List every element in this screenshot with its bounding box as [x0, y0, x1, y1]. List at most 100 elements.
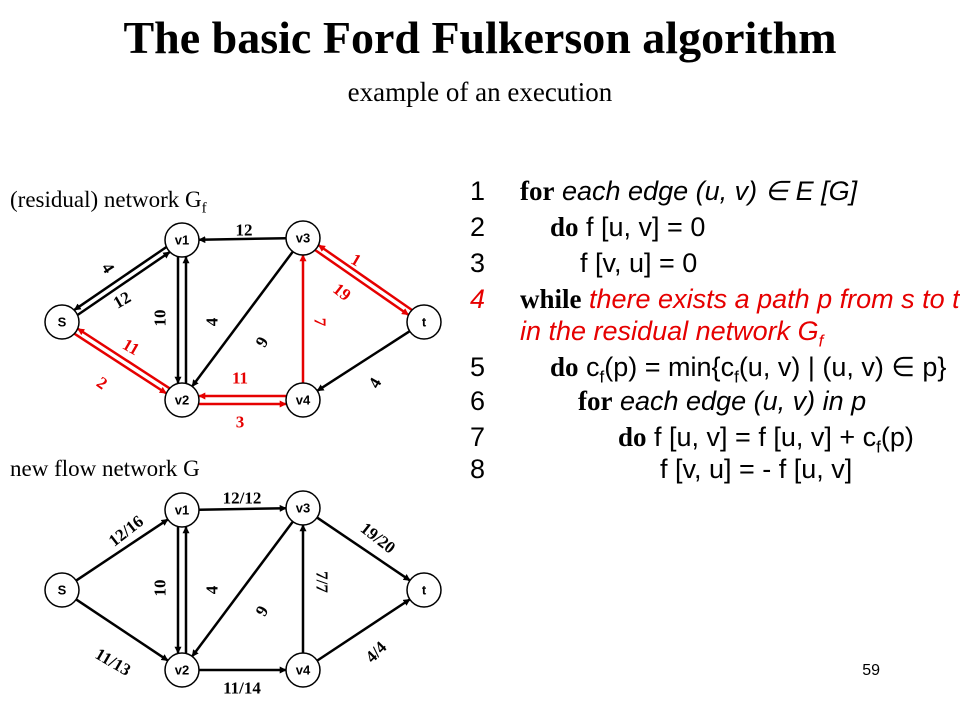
- edge-label-residual-v4-v2: 3: [236, 413, 245, 432]
- code-text: (p): [880, 422, 914, 452]
- node-residual-s: [44, 304, 80, 340]
- node-residual-v3: [285, 220, 321, 256]
- line-code: while there exists a path p from s to t: [520, 284, 960, 315]
- code-subscript: f: [734, 367, 739, 387]
- line-number: 4: [470, 284, 486, 314]
- line-number: 2: [470, 212, 486, 242]
- edge-label-flow-v3-v2: 9: [252, 603, 273, 620]
- code-text: f [v, u] = 0: [580, 248, 698, 278]
- node-label-residual-v3: v3: [296, 231, 310, 246]
- code-text: f [u, v] = f [u, v] + c: [646, 422, 877, 452]
- node-label-flow-v1: v1: [175, 503, 189, 518]
- edge-label-flow-v2-v4: 11/14: [223, 679, 261, 698]
- line-number: 7: [470, 422, 486, 452]
- node-label-flow-v4: v4: [296, 663, 311, 678]
- edge-flow-v3-v2: [191, 520, 294, 658]
- edge-residual-v3-v2: [191, 250, 294, 388]
- edge-label-residual-v2-v1: 4: [203, 317, 222, 326]
- code-text: c: [578, 352, 600, 382]
- node-residual-t: [406, 304, 442, 340]
- line-number: 6: [470, 386, 486, 416]
- slide-number: 59: [862, 662, 880, 679]
- edge-residual-v1-s: [73, 246, 167, 311]
- edge-label-flow-v4-t: 4/4: [362, 637, 391, 666]
- keyword: do: [618, 422, 647, 452]
- code-text: f [v, u] = - f [u, v]: [660, 454, 853, 484]
- node-flow-v2: [164, 652, 200, 688]
- line-code: in the residual network Gf: [520, 316, 823, 351]
- node-flow-s: [44, 572, 80, 608]
- edge-label-residual-v3-t: 19: [329, 279, 354, 304]
- code-text: each edge (u, v) in p: [612, 386, 867, 416]
- flow-network-label: new flow network G: [10, 456, 200, 481]
- edge-label-residual-s-v1: 4: [98, 259, 119, 277]
- edge-label-residual-t-v3: 1: [348, 250, 365, 271]
- node-label-flow-v2: v2: [175, 663, 189, 678]
- edge-flow-s-v1: [75, 518, 169, 582]
- edge-residual-v3-t: [314, 249, 410, 316]
- node-label-flow-v3: v3: [296, 501, 310, 516]
- line-code: do cf(p) = min{cf(u, v) | (u, v) ∈ p}: [550, 352, 946, 387]
- keyword: while: [520, 284, 582, 314]
- code-text: each edge (u, v) ∈ E [G]: [554, 176, 858, 206]
- edge-label-flow-v3-t: 19/20: [357, 519, 399, 558]
- edge-residual-t-v3: [317, 244, 413, 311]
- edge-flow-v1-v3: [198, 504, 287, 512]
- code-text: there exists a path p from s to t: [581, 284, 960, 314]
- node-label-residual-s: S: [58, 315, 67, 330]
- node-label-residual-v4: v4: [296, 393, 311, 408]
- node-label-residual-t: t: [422, 315, 427, 330]
- edge-label-residual-v2-s: 11: [119, 335, 142, 359]
- edge-flow-v3-t: [316, 516, 411, 582]
- node-residual-v1: [164, 222, 200, 258]
- edge-flow-v4-t: [316, 598, 411, 662]
- code-subscript: f: [876, 437, 881, 457]
- node-label-flow-s: S: [58, 583, 67, 598]
- line-number: 8: [470, 454, 486, 484]
- code-subscript: f: [818, 331, 824, 351]
- edge-label-residual-s-v2: 2: [93, 373, 111, 393]
- node-flow-v1: [164, 492, 200, 528]
- line-code: f [v, u] = 0: [580, 248, 697, 279]
- node-residual-v2: [164, 382, 200, 418]
- page-subtitle-text: example of an execution: [347, 77, 613, 107]
- edge-label-residual-v3-v1: 12: [236, 221, 253, 240]
- edge-label-flow-v4-v3: 7/7: [313, 571, 332, 593]
- edge-residual-t-v4: [316, 330, 411, 392]
- edge-residual-v3-v1: [198, 236, 287, 244]
- edge-label-residual-v1-v2: 10: [151, 310, 170, 327]
- edge-label-flow-v1-v2: 10: [151, 580, 170, 597]
- line-code: f [v, u] = - f [u, v]: [660, 454, 852, 485]
- edge-label-flow-s-v2: 11/13: [92, 644, 134, 679]
- edge-residual-s-v2: [73, 332, 167, 395]
- edge-label-residual-t-v4: 4: [365, 374, 386, 391]
- edge-residual-s-v1: [77, 251, 171, 316]
- edge-label-flow-s-v1: 12/16: [105, 512, 147, 551]
- node-residual-v4: [285, 382, 321, 418]
- code-text: f [u, v] = 0: [578, 212, 706, 242]
- edge-label-residual-v4-v3: 7: [311, 318, 330, 327]
- code-text: (u, v) | (u, v) ∈ p}: [738, 352, 947, 382]
- line-number: 3: [470, 248, 486, 278]
- line-code: do f [u, v] = 0: [550, 212, 705, 243]
- edge-flow-s-v2: [75, 598, 169, 662]
- code-subscript: f: [599, 367, 605, 387]
- node-label-flow-t: t: [422, 583, 427, 598]
- edge-label-residual-v3-v2: 9: [252, 334, 273, 351]
- code-text: (p) = min{c: [604, 352, 735, 382]
- residual-network-label-sub: f: [201, 200, 207, 217]
- residual-network-label: (residual) network Gf: [10, 186, 207, 223]
- line-code: do f [u, v] = f [u, v] + cf(p): [618, 422, 914, 457]
- page-title: The basic Ford Fulkerson algorithm: [123, 12, 837, 63]
- keyword: for: [520, 176, 555, 206]
- node-flow-v4: [285, 652, 321, 688]
- edge-label-flow-v2-v1: 4: [203, 585, 222, 594]
- keyword: do: [550, 352, 579, 382]
- node-label-residual-v1: v1: [175, 233, 189, 248]
- line-number: 5: [470, 352, 486, 382]
- residual-network-label-text: (residual) network G: [10, 187, 202, 212]
- keyword: do: [550, 212, 579, 242]
